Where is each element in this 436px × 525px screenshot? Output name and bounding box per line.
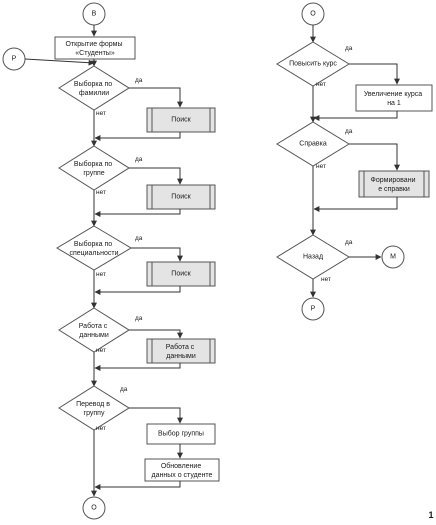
svg-text:да: да	[345, 128, 353, 135]
search-process-3: Поиск	[146, 261, 216, 287]
decision-work-data: Работа с данными	[58, 307, 130, 353]
decision-specialty: Выборка по специальности	[56, 225, 132, 271]
svg-text:Обновление данных о ст: Обновление данных о студенте	[152, 462, 213, 479]
svg-text:М: М	[390, 254, 396, 261]
svg-text:нет: нет	[96, 271, 106, 278]
svg-text:нет: нет	[316, 163, 326, 170]
svg-text:Поиск: Поиск	[171, 194, 191, 201]
connector-o-end: О	[82, 496, 106, 520]
svg-text:Выборка по фамилии: Выборка по фамилии	[74, 80, 114, 97]
svg-text:Повысить курс: Повысить курс	[289, 61, 337, 68]
svg-text:Выбор группы: Выбор группы	[158, 430, 204, 438]
svg-text:да: да	[135, 235, 143, 242]
decision-raise-course: Повысить курс	[276, 41, 350, 87]
svg-text:Увеличение курса на 1: Увеличение курса на 1	[364, 91, 424, 107]
svg-text:да: да	[345, 239, 353, 246]
svg-text:нет: нет	[96, 189, 106, 196]
connector-r-entry: Р	[2, 47, 26, 71]
page-marker: 1	[428, 510, 433, 520]
svg-text:Р: Р	[12, 56, 17, 63]
connector-b: В	[82, 2, 106, 26]
svg-text:Перевод в группу: Перевод в группу	[76, 401, 112, 417]
decision-back: Назад	[276, 234, 350, 280]
search-process-1: Поиск	[146, 107, 216, 133]
svg-text:нет: нет	[316, 81, 326, 88]
svg-text:Работа с данными: Работа с данными	[166, 343, 197, 360]
svg-text:нет: нет	[321, 276, 331, 283]
search-process-2: Поиск	[146, 184, 216, 210]
svg-text:Поиск: Поиск	[171, 117, 191, 124]
svg-text:да: да	[135, 315, 143, 322]
open-form-process: Открытие формы «Студенты»	[54, 36, 136, 60]
update-data-process: Обновление данных о студенте	[144, 458, 220, 482]
svg-text:да: да	[120, 386, 128, 393]
no-label: нет	[96, 110, 106, 117]
svg-text:Справка: Справка	[299, 141, 327, 148]
svg-text:да: да	[345, 45, 353, 52]
increase-course-process: Увеличение курса на 1	[355, 84, 433, 112]
select-group-process: Выбор группы	[146, 423, 216, 445]
svg-text:Р: Р	[311, 306, 316, 313]
decision-reference: Справка	[276, 121, 350, 167]
svg-text:Назад: Назад	[303, 254, 323, 261]
svg-text:Работа с данными: Работа с данными	[79, 322, 110, 339]
work-data-process: Работа с данными	[146, 338, 216, 364]
connector-m: М	[381, 245, 405, 269]
svg-text:нет: нет	[96, 347, 106, 354]
decision-group: Выборка по группе	[58, 145, 130, 191]
yes-label: да	[135, 77, 143, 84]
decision-transfer: Перевод в группу	[58, 385, 130, 431]
svg-text:Формировани е справки: Формировани е справки	[371, 177, 418, 193]
svg-text:Выборка по специальнос: Выборка по специальности	[69, 240, 118, 257]
right-flow: О Повысить курс да нет Увеличение курса …	[276, 2, 433, 321]
svg-text:О: О	[310, 11, 316, 18]
svg-text:О: О	[91, 505, 97, 512]
open-form-label: Открытие формы «Студенты»	[66, 41, 125, 57]
svg-text:В: В	[92, 11, 97, 18]
svg-text:Поиск: Поиск	[171, 271, 191, 278]
make-reference-process: Формировани е справки	[358, 170, 430, 198]
svg-text:Выборка по группе: Выборка по группе	[74, 160, 114, 177]
svg-text:нет: нет	[96, 425, 106, 432]
left-flow: В Р Открытие формы «Студенты» Выборка по…	[2, 2, 220, 520]
connector-r-exit: Р	[301, 297, 325, 321]
svg-text:да: да	[135, 156, 143, 163]
decision-surname: Выборка по фамилии	[58, 65, 130, 111]
connector-o-start: О	[301, 2, 325, 26]
